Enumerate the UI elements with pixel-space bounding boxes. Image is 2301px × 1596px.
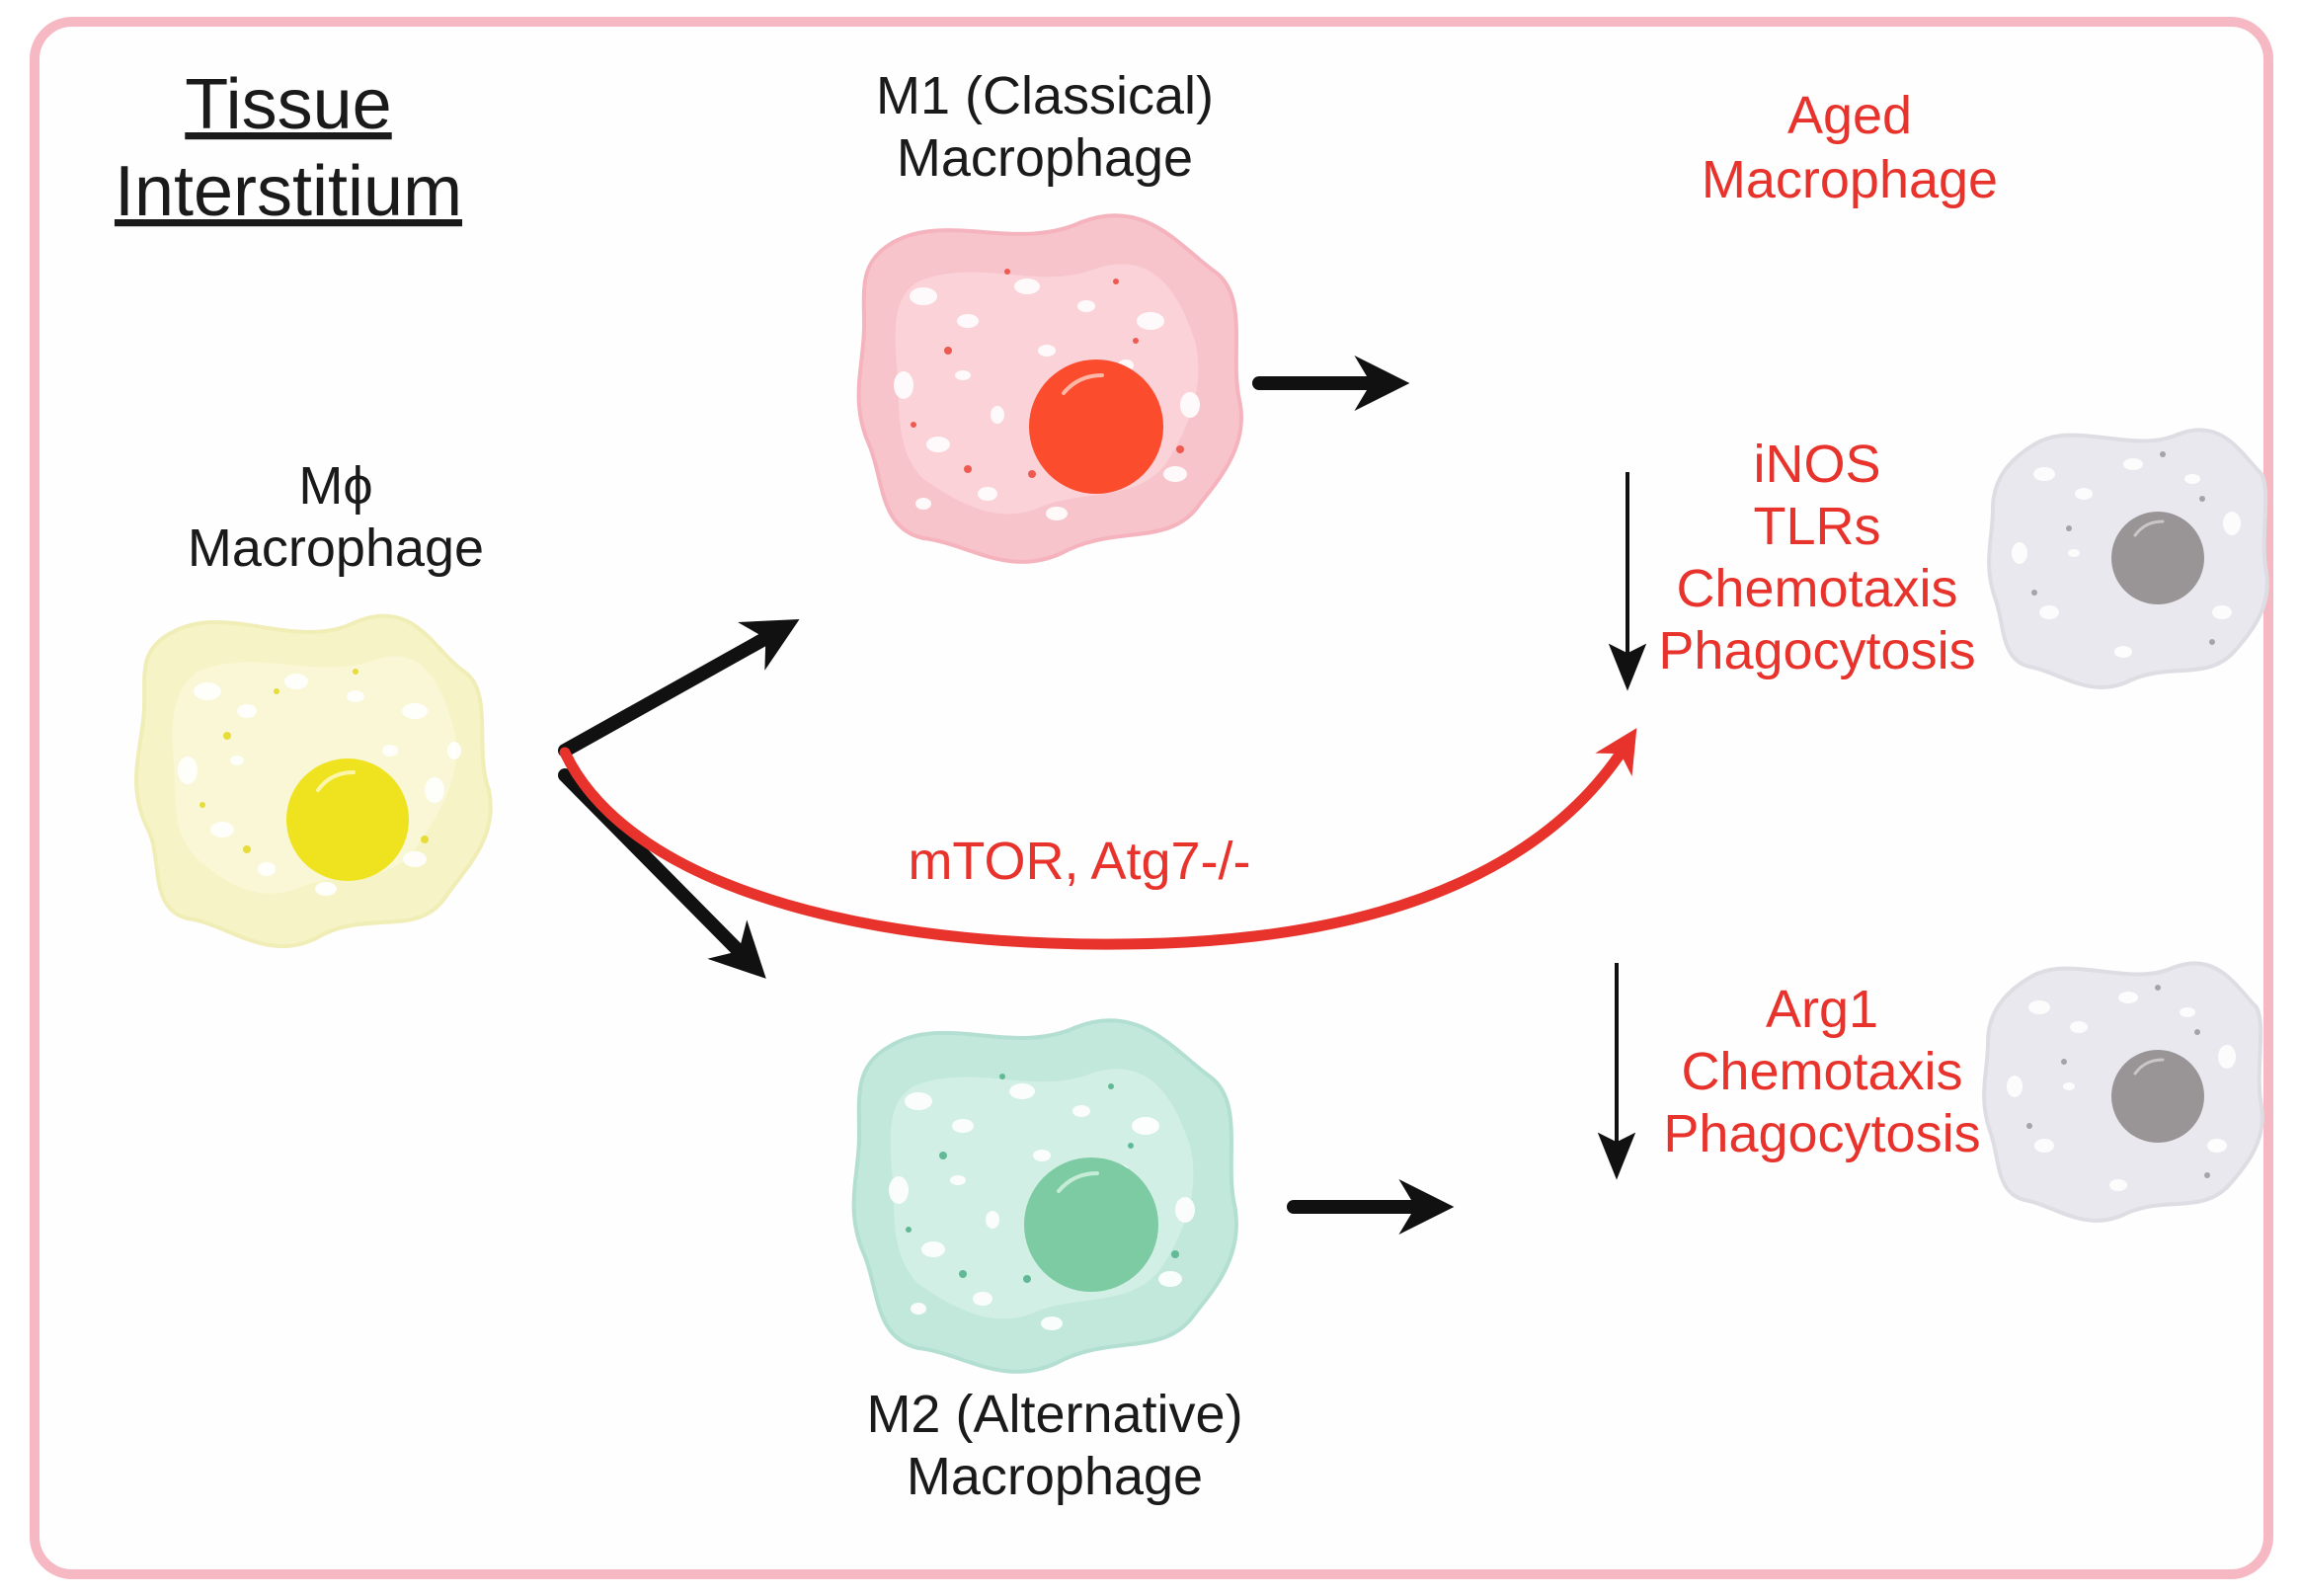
m2-marker-chemotaxis: Chemotaxis (1681, 1042, 1962, 1101)
m0-macrophage-cell (134, 613, 493, 949)
m0-label-line-1: Mϕ (298, 456, 372, 516)
aged-label-line-2: Macrophage (1702, 150, 1998, 209)
m2-macrophage-cell (851, 1018, 1238, 1374)
diagram-frame (30, 17, 2273, 1579)
m2-label-line-1: M2 (Alternative) (866, 1385, 1242, 1444)
m1-marker-tlrs: TLRs (1753, 497, 1880, 556)
m2-marker-arg1: Arg1 (1766, 980, 1878, 1039)
m2-label-line-2: Macrophage (907, 1447, 1203, 1506)
title-line-1: Tissue (185, 65, 391, 144)
pathway-label: mTOR, Atg7-/- (908, 832, 1250, 891)
m0-label-line-2: Macrophage (188, 519, 484, 578)
m2-marker-phagocytosis: Phagocytosis (1663, 1104, 1980, 1163)
title-line-2: Interstitium (115, 152, 462, 231)
m1-marker-inos: iNOS (1753, 435, 1880, 494)
m1-label-line-2: Macrophage (897, 128, 1193, 188)
arrow-pathway-to-aged (559, 728, 1637, 950)
aged-macrophage-cell-m1 (1987, 428, 2269, 689)
arrow-m0-to-m1 (558, 619, 800, 758)
m1-macrophage-cell (856, 213, 1243, 564)
m1-label-line-1: M1 (Classical) (876, 66, 1214, 125)
m1-marker-chemotaxis: Chemotaxis (1676, 559, 1957, 618)
m1-marker-phagocytosis: Phagocytosis (1658, 621, 1975, 680)
aged-macrophage-cell-m2 (1982, 961, 2264, 1223)
aged-label-line-1: Aged (1787, 86, 1912, 145)
